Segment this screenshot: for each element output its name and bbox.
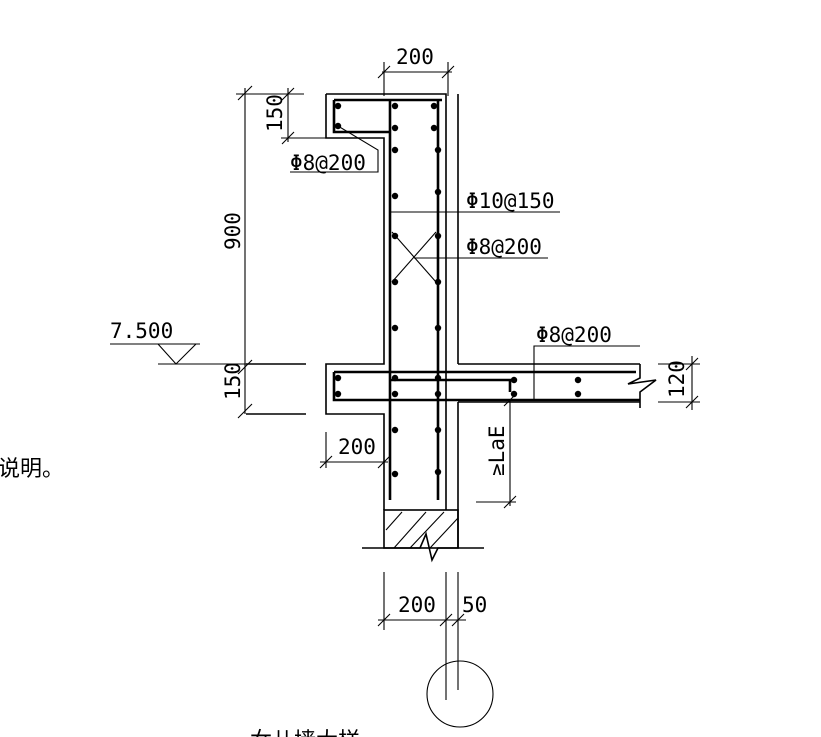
elevation-label: 7.500	[110, 319, 173, 343]
offset-label: 50	[462, 593, 487, 617]
drawing-caption: 女儿墙大样	[250, 729, 360, 737]
height-dimensions: 900 150 150	[221, 85, 330, 419]
rebar-labels: Φ8@200 Φ10@150 Φ8@200 Φ8@200	[290, 125, 640, 400]
slab-depth-label: 120	[665, 360, 689, 398]
wall-thickness-label: 200	[398, 593, 436, 617]
bottom-dimensions: 200 50	[377, 572, 494, 728]
parapet-height-label: 900	[221, 212, 245, 250]
slab-rebar-label: Φ8@200	[536, 323, 612, 347]
hook-rebar-label: Φ8@200	[290, 151, 366, 175]
top-width-dimension: 200	[377, 45, 455, 96]
hook-height-label: 150	[263, 94, 287, 132]
top-width-label: 200	[396, 45, 434, 69]
horizontal-rebar-label: Φ8@200	[466, 235, 542, 259]
vertical-rebar-label: Φ10@150	[466, 189, 555, 213]
anchorage-label: ≥LaE	[485, 425, 509, 476]
elevation-marker: 7.500	[110, 319, 246, 365]
slab-extension-dimension: 200	[319, 432, 391, 469]
slab-thickness-label: 150	[221, 362, 245, 400]
slab-depth-dimension: 120	[658, 356, 700, 410]
slab-extension-label: 200	[338, 435, 376, 459]
masonry-hatch	[362, 509, 484, 563]
rebar	[332, 98, 640, 500]
rebar-dots	[334, 102, 582, 478]
anchorage-dimension: ≥LaE	[476, 393, 517, 509]
side-note: 说明。	[0, 457, 64, 482]
